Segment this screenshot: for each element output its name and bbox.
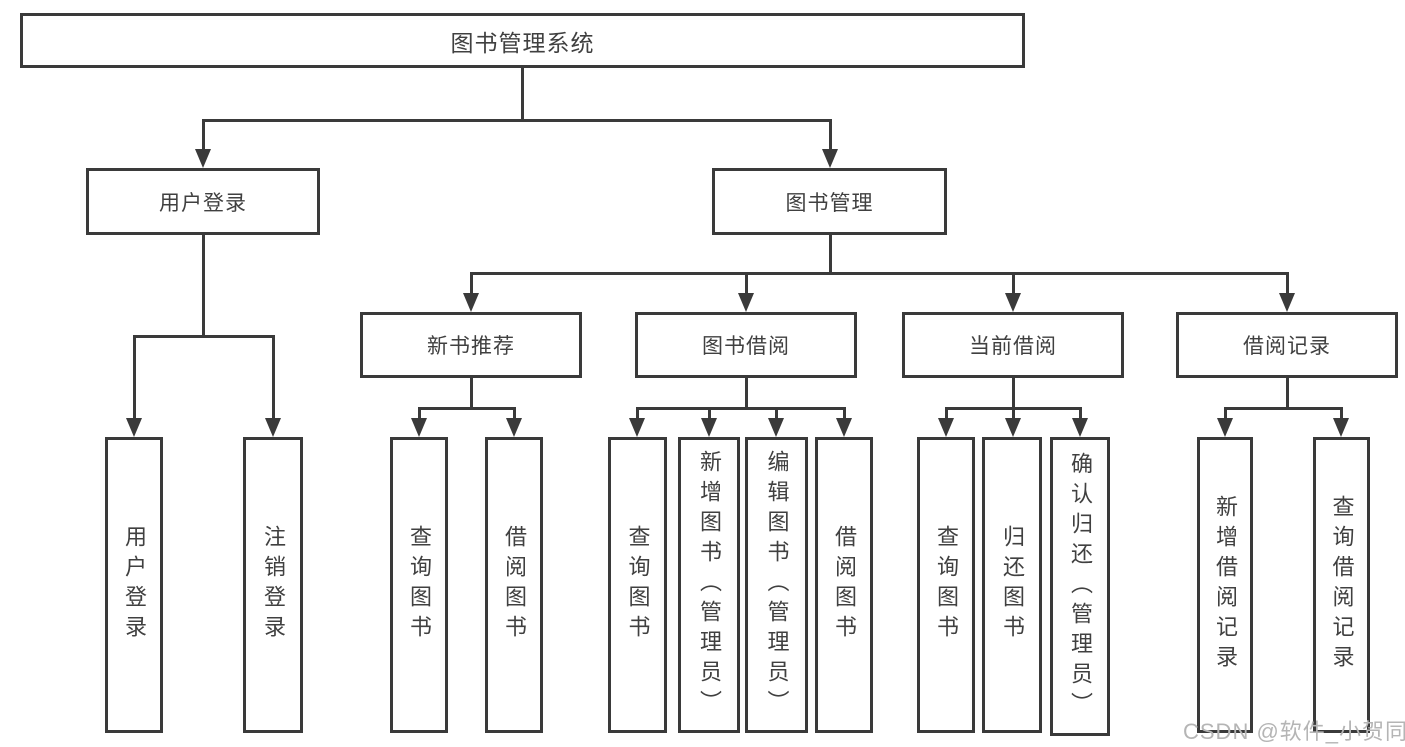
arrow-down-icon	[265, 335, 281, 437]
node-book-management: 图书管理	[712, 168, 947, 235]
arrow-down-icon	[1217, 407, 1233, 437]
leaf-query-books-current: 查询图书	[917, 437, 975, 733]
node-label: 编辑图书（管理员）	[764, 450, 790, 720]
node-label: 查询图书	[625, 525, 651, 645]
leaf-query-books-borrowing: 查询图书	[608, 437, 667, 733]
connector-line	[1223, 407, 1343, 410]
node-label: 当前借阅	[969, 335, 1057, 358]
node-label: 归还图书	[1000, 525, 1025, 645]
leaf-edit-books-admin: 编辑图书（管理员）	[745, 437, 808, 733]
connector-line	[520, 68, 524, 122]
node-label: 查询图书	[407, 525, 432, 645]
arrow-down-icon	[738, 272, 754, 312]
node-label: 借阅记录	[1243, 335, 1331, 358]
arrow-down-icon	[411, 407, 427, 437]
node-borrowing-records: 借阅记录	[1176, 312, 1398, 378]
arrow-down-icon	[938, 407, 954, 437]
node-label: 用户登录	[122, 525, 147, 645]
arrow-down-icon	[126, 335, 142, 437]
leaf-confirm-return-admin: 确认归还（管理员）	[1050, 437, 1110, 736]
connector-line	[469, 377, 473, 410]
node-label: 借阅图书	[832, 525, 857, 645]
node-label: 用户登录	[159, 191, 247, 215]
leaf-add-books-admin: 新增图书（管理员）	[678, 437, 740, 733]
connector-line	[201, 119, 832, 122]
arrow-down-icon	[629, 407, 645, 437]
watermark: CSDN @软件_小贺同学	[1183, 719, 1405, 744]
connector-line	[201, 235, 205, 338]
node-label: 借阅图书	[502, 525, 527, 645]
node-label: 图书借阅	[702, 335, 790, 358]
node-library-management-system: 图书管理系统	[20, 13, 1025, 68]
node-label: 查询借阅记录	[1329, 495, 1355, 675]
arrow-down-icon	[1005, 272, 1021, 312]
leaf-query-books-recommend: 查询图书	[390, 437, 448, 733]
node-user-login: 用户登录	[86, 168, 320, 235]
node-label: 图书管理	[785, 191, 874, 215]
connector-line	[417, 407, 516, 410]
connector-line	[1011, 377, 1015, 410]
arrow-down-icon	[463, 272, 479, 312]
leaf-add-borrow-record: 新增借阅记录	[1197, 437, 1253, 733]
node-new-book-recommend: 新书推荐	[360, 312, 582, 378]
node-label: 图书管理系统	[450, 29, 595, 56]
node-label: 新增借阅记录	[1213, 495, 1238, 675]
node-book-borrowing: 图书借阅	[635, 312, 857, 378]
leaf-logout: 注销登录	[243, 437, 303, 733]
connector-line	[635, 407, 846, 410]
node-label: 新增图书（管理员）	[697, 450, 722, 720]
arrow-down-icon	[768, 407, 784, 437]
arrow-down-icon	[836, 407, 852, 437]
connector-line	[1285, 377, 1289, 410]
leaf-borrow-books-borrowing: 借阅图书	[815, 437, 873, 733]
arrow-down-icon	[701, 407, 717, 437]
leaf-query-borrow-record: 查询借阅记录	[1313, 437, 1370, 733]
node-label: 确认归还（管理员）	[1068, 451, 1093, 722]
arrow-down-icon	[1005, 407, 1021, 437]
arrow-down-icon	[1279, 272, 1295, 312]
node-label: 新书推荐	[427, 335, 515, 358]
leaf-borrow-books-recommend: 借阅图书	[485, 437, 543, 733]
connector-line	[132, 335, 275, 338]
leaf-return-books: 归还图书	[982, 437, 1042, 733]
node-current-borrowing: 当前借阅	[902, 312, 1124, 378]
arrow-down-icon	[1072, 407, 1088, 437]
node-label: 注销登录	[261, 525, 286, 645]
node-label: 查询图书	[934, 525, 959, 645]
connector-line	[828, 235, 832, 275]
arrow-down-icon	[1333, 407, 1349, 437]
arrow-down-icon	[822, 119, 838, 168]
arrow-down-icon	[506, 407, 522, 437]
arrow-down-icon	[195, 119, 211, 168]
connector-line	[744, 377, 748, 410]
leaf-user-login: 用户登录	[105, 437, 163, 733]
connector-line	[469, 272, 1289, 275]
